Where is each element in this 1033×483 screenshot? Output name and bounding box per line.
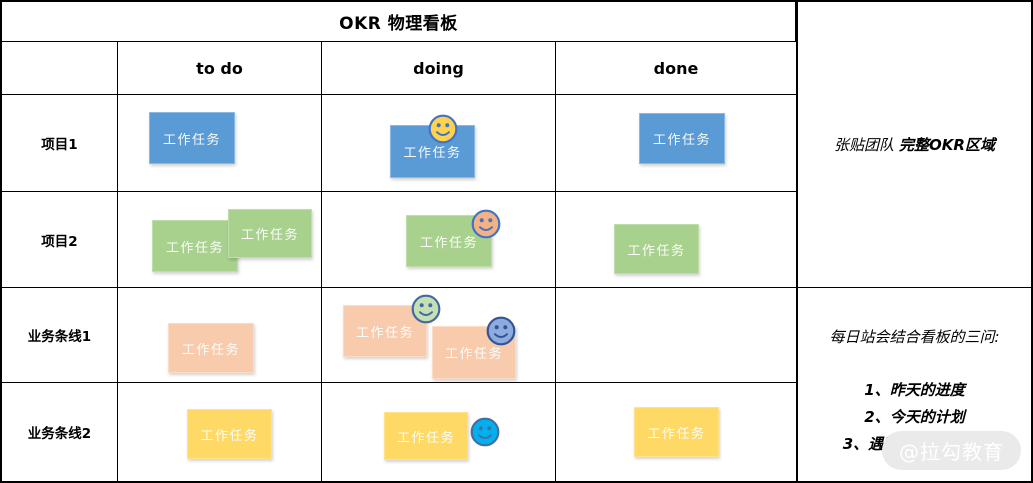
kanban-cell-bizline1-todo bbox=[118, 288, 322, 383]
sticky-note-label: 工作任务 bbox=[444, 347, 503, 362]
kanban-cell-project2-doing bbox=[322, 192, 556, 288]
row-label-bizline2: 业务条线2 bbox=[2, 383, 118, 481]
sidebar-okr-area-note: 张贴团队完整OKR区域 bbox=[798, 2, 1031, 288]
sidebar: 张贴团队完整OKR区域 每日站会结合看板的三问: 1、昨天的进度 2、今天的计划… bbox=[796, 2, 1031, 481]
sticky-note-label: 工作任务 bbox=[419, 235, 478, 251]
header-cell-empty bbox=[2, 42, 118, 95]
standup-question-2: 2、今天的计划 bbox=[864, 408, 965, 426]
smiley-face-icon bbox=[411, 294, 441, 324]
sticky-note-label: 工作任务 bbox=[181, 342, 240, 358]
row-label-project2: 项目2 bbox=[2, 192, 118, 288]
smiley-face-icon bbox=[470, 417, 500, 447]
sticky-note: 工作任务 bbox=[639, 113, 725, 164]
sidebar-okr-area-text: 张贴团队 bbox=[834, 136, 895, 154]
sticky-note: 工作任务 bbox=[228, 209, 312, 258]
smiley-face-icon bbox=[471, 209, 501, 239]
kanban-cell-bizline2-doing bbox=[322, 383, 556, 481]
sticky-note: 工作任务 bbox=[149, 112, 235, 164]
row-label-bizline1: 业务条线1 bbox=[2, 288, 118, 383]
sticky-note: 工作任务 bbox=[614, 224, 699, 274]
watermark-badge: @拉勾教育 bbox=[882, 431, 1021, 470]
kanban-cell-project1-doing bbox=[322, 95, 556, 192]
column-header-doing: doing bbox=[322, 42, 556, 95]
kanban-cell-project1-done bbox=[556, 95, 796, 192]
kanban-cell-project2-done bbox=[556, 192, 796, 288]
row-label-project1: 项目1 bbox=[2, 95, 118, 192]
kanban-cell-project2-todo bbox=[118, 192, 322, 288]
sticky-note: 工作任务 bbox=[187, 409, 272, 459]
sticky-note-label: 工作任务 bbox=[647, 426, 706, 442]
smiley-face-icon bbox=[486, 316, 516, 346]
standup-question-1: 1、昨天的进度 bbox=[864, 381, 965, 399]
sticky-note: 工作任务 bbox=[168, 323, 254, 373]
column-header-todo: to do bbox=[118, 42, 322, 95]
kanban-table: OKR 物理看板 to do doing done 项目1 项目2 业务条线1 … bbox=[2, 2, 796, 481]
sticky-note: 工作任务 bbox=[384, 412, 468, 460]
sticky-note-label: 工作任务 bbox=[403, 146, 462, 161]
kanban-cell-bizline2-todo bbox=[118, 383, 322, 481]
sticky-note: 工作任务 bbox=[634, 407, 719, 457]
standup-questions-heading: 每日站会结合看板的三问: bbox=[829, 328, 1000, 346]
sticky-note-label: 工作任务 bbox=[627, 243, 686, 259]
sidebar-okr-area-text-bold: 完整OKR区域 bbox=[899, 136, 995, 154]
kanban-cell-bizline1-done bbox=[556, 288, 796, 383]
sticky-note-label: 工作任务 bbox=[355, 325, 414, 341]
kanban-cell-project1-todo bbox=[118, 95, 322, 192]
sticky-note: 工作任务 bbox=[152, 220, 238, 272]
smiley-face-icon bbox=[428, 114, 458, 144]
sticky-note-label: 工作任务 bbox=[652, 133, 711, 148]
sticky-note-label: 工作任务 bbox=[200, 428, 259, 444]
sticky-note-label: 工作任务 bbox=[165, 240, 224, 256]
kanban-cell-bizline1-doing bbox=[322, 288, 556, 383]
board-title: OKR 物理看板 bbox=[2, 2, 796, 42]
sticky-note-label: 工作任务 bbox=[240, 228, 299, 243]
column-header-done: done bbox=[556, 42, 796, 95]
sticky-note-label: 工作任务 bbox=[162, 132, 221, 148]
sticky-note-label: 工作任务 bbox=[396, 430, 455, 446]
